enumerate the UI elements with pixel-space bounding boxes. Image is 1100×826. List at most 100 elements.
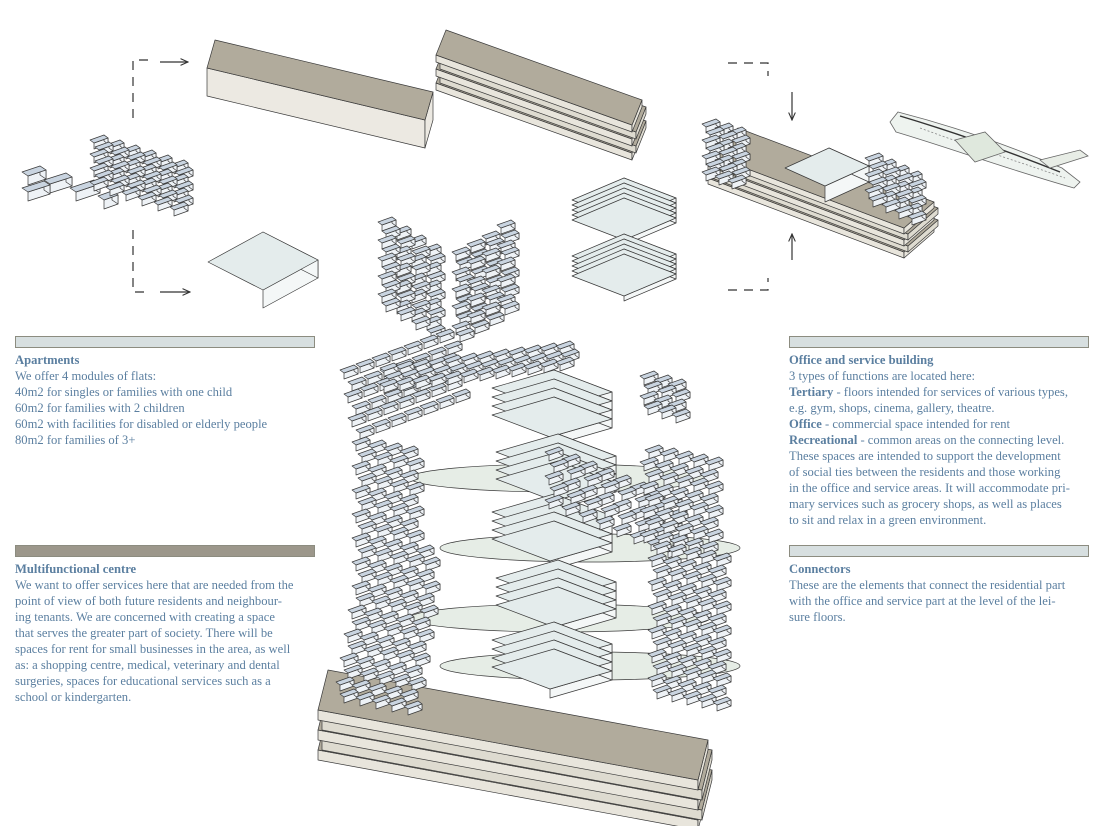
wall-brick-top: [659, 447, 679, 457]
main-building-model: [317, 328, 741, 826]
wall-brick-top: [682, 666, 702, 676]
wall-brick-top: [371, 418, 391, 428]
wall-brick-top: [674, 498, 694, 508]
wall-brick-top: [639, 504, 659, 514]
wall-brick-top: [647, 672, 667, 682]
wall-brick-top: [419, 604, 439, 614]
wall-brick-top: [699, 516, 719, 526]
wall-brick-top: [399, 565, 419, 575]
corner-brick-top: [411, 299, 431, 309]
assembly-brick-top: [894, 188, 914, 198]
multifunctional-line: that serves the greater part of society.…: [15, 626, 273, 640]
corner-brick-top: [470, 282, 490, 292]
wall-brick-top: [355, 358, 375, 368]
wall-brick-top: [373, 499, 393, 509]
flat-brick-top: [142, 184, 162, 194]
assembly-brick-top: [907, 194, 927, 204]
tower-floor-top: [495, 586, 617, 628]
office-floor-top: [571, 253, 677, 297]
connectors-panel: Connectors These are the elements that c…: [789, 545, 1089, 625]
tower-floor-top: [491, 520, 613, 562]
wall-brick-top: [677, 654, 697, 664]
wall-brick-top: [403, 406, 423, 416]
assembly-brick-top: [868, 160, 888, 170]
wall-brick-top: [411, 388, 431, 398]
wall-brick-top: [443, 340, 463, 350]
corner-brick-top: [396, 252, 416, 262]
office-floor-top: [571, 197, 677, 241]
wall-brick-top: [667, 687, 687, 697]
wall-brick-top: [654, 531, 674, 541]
corner-brick-top: [451, 246, 471, 256]
flat-brick-top: [153, 196, 173, 206]
wall-brick-top: [707, 588, 727, 598]
wall-brick-top: [383, 562, 403, 572]
wall-brick-top: [371, 352, 391, 362]
wall-brick-top: [652, 660, 672, 670]
assembly-brick-top: [868, 176, 888, 186]
wall-brick-top: [674, 474, 694, 484]
wall-brick-top: [667, 615, 687, 625]
wall-brick-top: [612, 522, 632, 532]
wall-brick-top: [712, 552, 732, 562]
apartments-line: 40m2 for singles or families with one ch…: [15, 385, 233, 399]
base-slab-block: [206, 39, 434, 149]
wall-brick-top: [692, 681, 712, 691]
flat-brick-top: [158, 161, 178, 171]
wall-brick-top: [343, 664, 363, 674]
wall-brick-top: [707, 684, 727, 694]
wall-brick-top: [357, 496, 377, 506]
tertiary-text: - floors intended for services of variou…: [833, 385, 1068, 399]
wall-brick-top: [583, 496, 603, 506]
multifunctional-line: as: a shopping centre, medical, veterina…: [15, 658, 280, 672]
wall-brick-top: [652, 588, 672, 598]
wall-brick-top: [699, 540, 719, 550]
wall-brick-top: [704, 456, 724, 466]
recreational-label: Recreational: [789, 433, 858, 447]
wall-brick-top: [399, 469, 419, 479]
flat-brick-top: [110, 160, 130, 170]
wall-brick-top: [667, 543, 687, 553]
wall-brick-top: [383, 466, 403, 476]
wall-brick-top: [566, 489, 586, 499]
wall-brick-top: [403, 601, 423, 611]
corner-brick-top: [496, 256, 516, 266]
corner-brick-top: [377, 234, 397, 244]
assembly-brick-top: [705, 126, 725, 136]
assembly-brick-top: [907, 178, 927, 188]
wall-brick-top: [682, 570, 702, 580]
flat-brick-top: [94, 141, 114, 151]
wall-brick-top: [351, 460, 371, 470]
wall-brick-top: [383, 442, 403, 452]
wall-brick-top: [659, 495, 679, 505]
wall-brick-top: [415, 568, 435, 578]
wall-brick-top: [391, 637, 411, 647]
wall-brick-top: [667, 591, 687, 601]
corner-brick-top: [381, 225, 401, 235]
multifunctional-header-bar: [15, 545, 315, 557]
wall-brick-top: [707, 636, 727, 646]
assembly-brick-top: [701, 150, 721, 160]
wall-brick-top: [357, 448, 377, 458]
assembly-brick-top: [731, 134, 751, 144]
wall-brick-top: [697, 621, 717, 631]
connectors-header-bar: [789, 545, 1089, 557]
multifunctional-line: We want to offer services here that are …: [15, 578, 294, 592]
wall-brick-top: [367, 439, 387, 449]
wall-brick-top: [415, 592, 435, 602]
flat-brick-top: [110, 174, 130, 184]
wall-brick-top: [647, 600, 667, 610]
wall-brick-top: [399, 589, 419, 599]
wall-brick-top: [595, 515, 615, 525]
wall-brick-top: [639, 528, 659, 538]
wall-brick-top: [697, 573, 717, 583]
corner-brick-top: [466, 275, 486, 285]
wall-brick-top: [712, 696, 732, 706]
corner-brick-top: [485, 311, 505, 321]
tower-floor-top: [491, 396, 613, 438]
wall-brick-top: [684, 489, 704, 499]
wall-brick-top: [389, 502, 409, 512]
wall-brick-top: [689, 477, 709, 487]
flat-brick-top: [142, 156, 162, 166]
wall-brick-top: [359, 667, 379, 677]
